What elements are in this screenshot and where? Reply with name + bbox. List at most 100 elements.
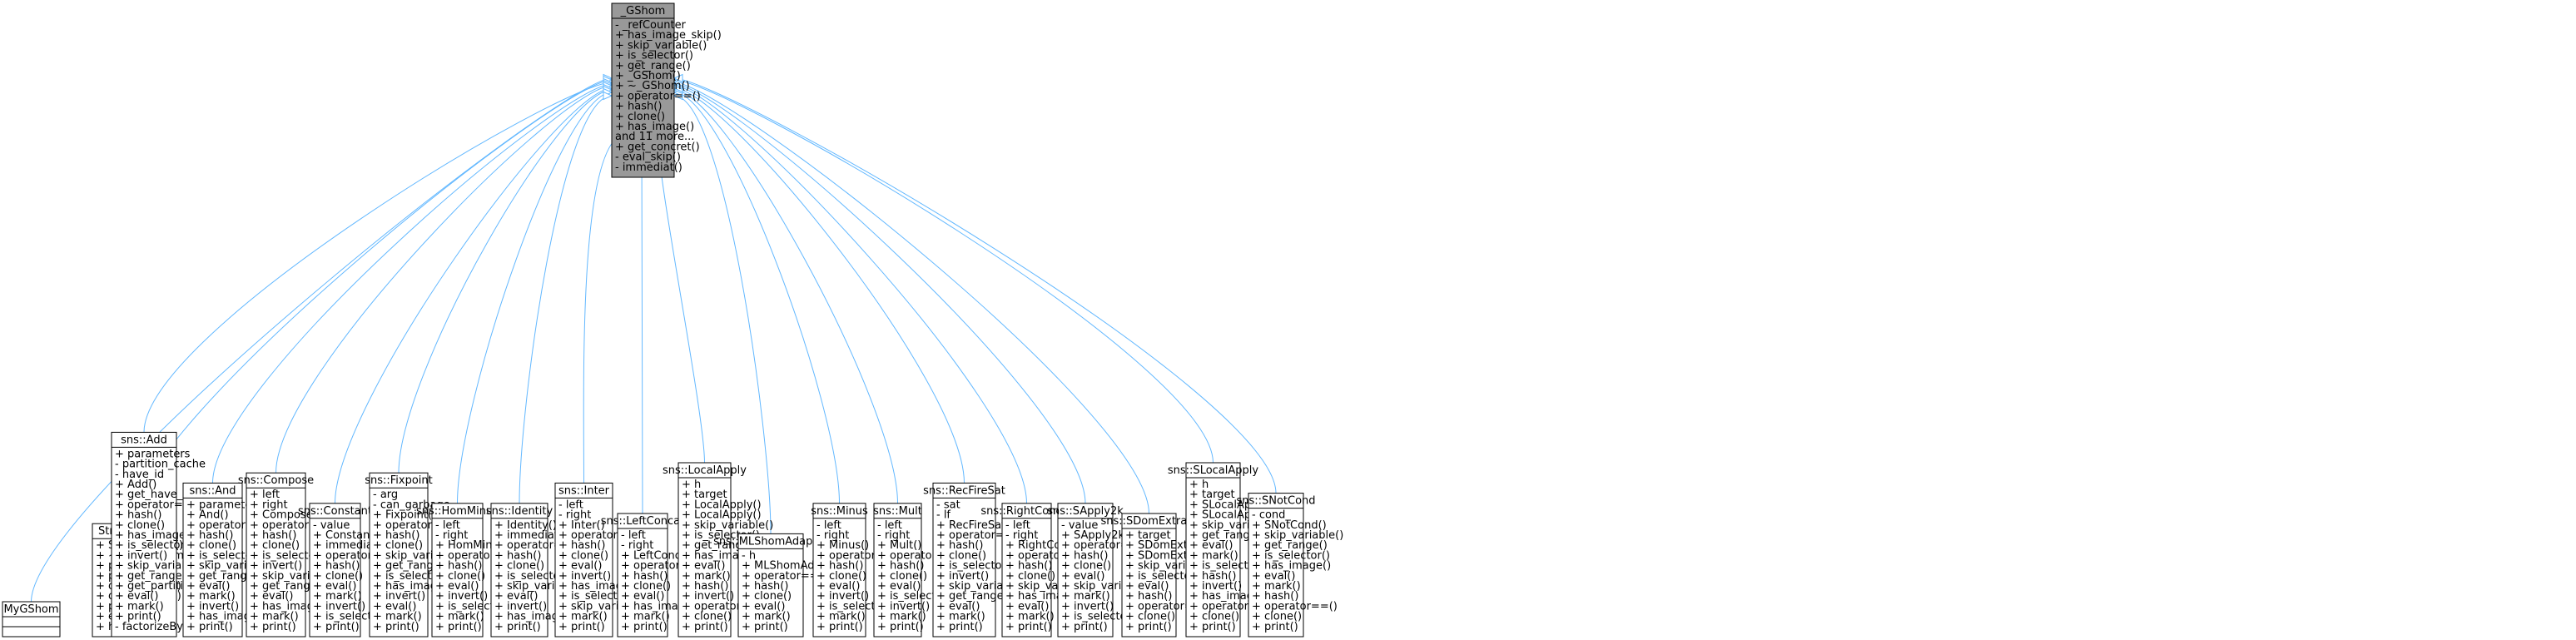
class-box [369,472,429,638]
class-nodes: _GShom- _refCounter+ has_image_skip()+ s… [2,2,1343,638]
class-member: + skip_variable() [1252,529,1343,542]
class-member: + print() [1061,621,1108,633]
class-member: + clone() [877,570,927,583]
class-sns-identity: sns::Identity+ Identity()+ immediat()+ o… [486,503,586,638]
class-member: + clone() [742,590,792,603]
class-member: + hash() [1189,570,1236,583]
class-member: + And() [186,509,229,522]
class-member: + eval() [1252,570,1295,583]
class-member: + get_range() [1189,529,1265,542]
class-member: + eval() [1005,600,1049,613]
class-member: + mark() [936,611,985,623]
class-member: + hash() [250,529,296,542]
class-title: sns::LocalApply [663,464,747,477]
class-member: + hash() [742,580,788,593]
class-title: sns::HomMinus [416,505,499,518]
inheritance-edges [31,73,1277,603]
class-member: + mark() [682,570,731,583]
class-member: + eval() [936,600,980,613]
class-sns-localapply: sns::LocalApply+ h+ target+ LocalApply()… [663,462,773,638]
inheritance-edge [673,92,840,504]
class-member: + target [1125,529,1171,542]
class-box [1185,462,1241,638]
class-title: sns::Compose [238,474,314,487]
class-member: + invert() [816,590,869,603]
class-member: + LocalApply() [682,499,762,511]
class-member: + mark() [186,590,236,603]
class-member: and 11 more... [615,131,694,143]
class-member: + clone() [1125,611,1175,623]
inheritance-edge [673,89,898,504]
base-class-gshom: _GShom- _refCounter+ has_image_skip()+ s… [611,2,722,178]
class-member: + Inter() [558,519,605,532]
class-member: + parameters [115,448,191,460]
class-member: - h [742,549,756,562]
class-member: + Compose() [250,509,321,522]
class-member: + mark() [250,611,299,623]
class-member: + clone() [558,549,608,562]
class-member: + target [682,489,727,501]
class-member: - left [816,519,841,532]
class-title: sns::SDomExtract [1101,515,1198,528]
class-box [431,503,484,638]
class-title: sns::SNotCond [1236,495,1315,508]
class-member: + is_selector() [558,590,637,603]
class-member: - value [313,519,350,532]
class-sns-compose: sns::Compose+ left+ right+ Compose()+ op… [238,472,341,638]
class-box [1248,493,1304,638]
class-member: + Mult() [877,539,921,552]
class-member: + is_selector() [1061,611,1139,623]
inheritance-arrowhead [603,91,613,101]
class-member: + hash() [1125,590,1172,603]
class-title: sns::Constant [298,505,372,518]
class-member: - right [1005,529,1038,542]
class-box [309,503,361,638]
class-member: + get_have_id() [115,489,201,501]
class-member: + h [682,479,701,491]
class-title: sns::Minus [811,505,868,518]
class-member: + mark() [1005,611,1055,623]
class-member: + mark() [435,611,484,623]
class-member: + invert() [558,570,611,583]
class-member: + eval() [435,580,479,593]
class-member: + print() [558,621,605,633]
class-title: sns::Identity [486,505,553,518]
inheritance-edge [519,95,613,504]
class-title: sns::RecFireSat [923,484,1005,497]
class-member: + is_selector() [936,560,1015,573]
class-member: + parameters [186,499,262,511]
class-member: + h [1189,479,1209,491]
class-member: + mark() [313,590,362,603]
class-sns-slocalapply: sns::SLocalApply+ h+ target+ SLocalApply… [1168,462,1281,638]
class-sns-minus: sns::Minus- left- right+ Minus()+ operat… [811,503,902,638]
class-title: sns::RightConcat [980,505,1072,518]
class-box [932,482,996,638]
inheritance-edge [673,87,965,484]
class-member: - left [877,519,902,532]
class-member: - arg [373,489,398,501]
class-member: + eval() [558,560,602,573]
class-member: + immediat() [313,539,385,552]
inheritance-edge [335,87,613,504]
class-member: + eval() [494,590,538,603]
class-member: + invert() [1189,580,1242,593]
class-member: + clone() [115,519,165,532]
class-member: + clone() [621,580,671,593]
class-member: - immediat() [615,161,682,174]
class-member: + clone() [250,539,300,552]
class-member: + LocalApply() [682,509,762,522]
class-member: + Identity() [494,519,557,532]
class-member: + clone() [1061,560,1111,573]
class-title: sns::SApply2k [1047,505,1124,518]
class-member: + get_range() [936,590,1012,603]
inheritance-edge [457,92,613,504]
class-member: + SNotCond() [1252,519,1327,532]
inheritance-edge [143,82,613,433]
class-member: + is_selector() [1252,549,1330,562]
class-member: + is_selector() [250,549,328,562]
class-member: + has_image() [615,121,694,133]
class-title: sns::MLShomAdapter [713,535,828,548]
class-member: + invert() [186,600,239,613]
class-member: + has_image() [1252,560,1331,573]
class-box [678,462,732,638]
